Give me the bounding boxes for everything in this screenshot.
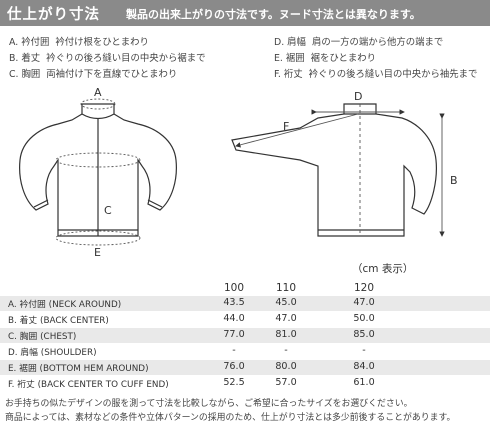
page-title: 仕上がり寸法 — [7, 7, 100, 23]
legend-item-a: A. 衿付囲衿付け根をひとまわり — [9, 37, 149, 48]
footnote-1: お手持ちの似たデザインの服を測って寸法を比較しながら、ご希望に合ったサイズをお選… — [5, 399, 413, 409]
legend-item-d: D. 肩幅肩の一方の端から他方の端まで — [274, 37, 444, 48]
table-row: B. 着丈 (BACK CENTER) 44.0 47.0 50.0 — [8, 313, 375, 326]
legend-item-f: F. 裄丈衿ぐりの後ろ縫い目の中央から袖先まで — [274, 69, 478, 80]
front-view — [19, 103, 177, 237]
unit-note: （cm 表示） — [352, 263, 414, 275]
back-measurements — [235, 104, 445, 237]
letter-d: D — [354, 90, 362, 103]
footnote-2: 商品によっては、素材などの条件や立体パターンの採用のため、仕上がり寸法とは多少前… — [5, 413, 456, 423]
table-row: C. 胸囲 (CHEST) 77.0 81.0 85.0 — [0, 328, 490, 343]
front-collar — [81, 103, 115, 120]
letter-f: F — [283, 120, 289, 133]
size-header-100: 100 — [223, 282, 245, 294]
table-row: D. 肩幅 (SHOULDER) - - - — [8, 345, 366, 358]
sleeve-arrow — [235, 113, 359, 148]
neck-guide — [80, 98, 116, 110]
garment-diagram: A B C D E F — [19, 86, 458, 258]
size-header-110: 110 — [275, 282, 297, 294]
table-row: A. 衿付囲 (NECK AROUND) 43.5 45.0 47.0 — [0, 296, 490, 311]
letter-a: A — [94, 86, 102, 99]
legend-item-c: C. 胸囲両袖付け下を直線でひとまわり — [9, 69, 178, 80]
table-row: F. 裄丈 (BACK CENTER TO CUFF END) 52.5 57.… — [8, 377, 375, 390]
table-row: E. 裾囲 (BOTTOM HEM AROUND) 76.0 80.0 84.0 — [0, 360, 490, 375]
letter-e: E — [94, 246, 101, 258]
diagram-letters: A B C D E F — [94, 86, 458, 258]
hem-guide — [55, 230, 141, 246]
page-header: 仕上がり寸法 製品の出来上がりの寸法です。ヌード寸法とは異なります。 — [0, 0, 490, 26]
front-measurements — [55, 98, 141, 246]
front-cuff-left — [33, 199, 49, 208]
front-cuff-right — [147, 199, 163, 208]
legend-item-b: B. 着丈衿ぐりの後ろ縫い目の中央から裾まで — [9, 53, 206, 64]
legend-item-e: E. 裾囲裾をひとまわり — [274, 53, 376, 64]
size-header-120: 120 — [353, 282, 375, 294]
chest-guide — [55, 152, 141, 168]
back-outline — [231, 113, 437, 237]
letter-b: B — [450, 174, 458, 187]
letter-c: C — [104, 204, 112, 217]
page-subtitle: 製品の出来上がりの寸法です。ヌード寸法とは異なります。 — [126, 8, 421, 21]
back-view — [231, 103, 437, 237]
